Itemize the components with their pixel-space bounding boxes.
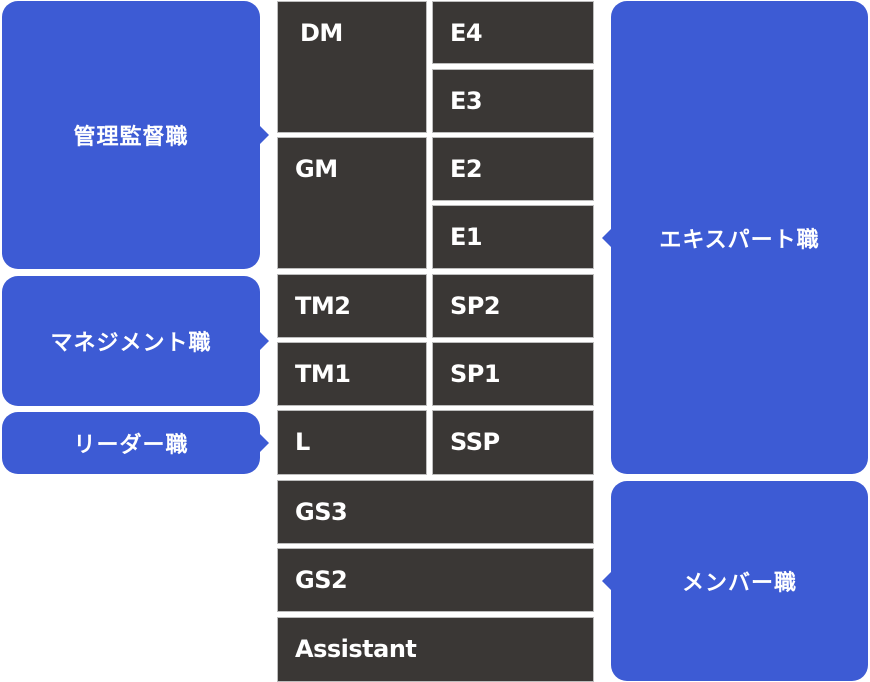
grade-e1: E1 (432, 205, 594, 269)
grade-label: E2 (450, 155, 483, 183)
category-member: メンバー職 (602, 481, 868, 681)
category-label: リーダー職 (73, 433, 189, 458)
grade-gs3: GS3 (277, 480, 594, 544)
grade-tm1: TM1 (277, 342, 427, 406)
grade-label: L (295, 428, 310, 456)
grade-label: Assistant (295, 635, 417, 663)
grade-label: GS3 (295, 498, 348, 526)
category-label: 管理監督職 (73, 125, 189, 150)
grade-tm2: TM2 (277, 274, 427, 338)
category-label: メンバー職 (681, 571, 797, 596)
category-label: マネジメント職 (50, 331, 212, 356)
grade-label: SSP (450, 428, 500, 456)
grade-ssp: SSP (432, 410, 594, 475)
grade-label: TM2 (295, 292, 351, 320)
grade-l: L (277, 410, 427, 475)
grade-sp1: SP1 (432, 342, 594, 406)
grade-label: E4 (450, 19, 483, 47)
grade-gm: GM (277, 137, 427, 269)
grade-assistant: Assistant (277, 617, 594, 682)
category-label: エキスパート職 (659, 227, 820, 253)
grade-label: TM1 (295, 360, 351, 388)
grade-label: SP2 (450, 292, 501, 320)
grade-sp2: SP2 (432, 274, 594, 338)
grade-label: DM (300, 19, 343, 47)
grade-gs2: GS2 (277, 548, 594, 612)
grade-e2: E2 (432, 137, 594, 201)
category-leader: リーダー職 (2, 412, 269, 474)
grade-label: E1 (450, 223, 483, 251)
grade-dm: DM (277, 1, 427, 133)
grade-e4: E4 (432, 1, 594, 64)
grade-label: SP1 (450, 360, 501, 388)
grade-label: GM (295, 155, 338, 183)
grade-e3: E3 (432, 69, 594, 133)
grade-label: GS2 (295, 566, 348, 594)
category-management: マネジメント職 (2, 276, 269, 406)
grade-label: E3 (450, 87, 483, 115)
category-kanri-kantoku: 管理監督職 (2, 1, 269, 269)
category-expert: エキスパート職 (602, 1, 868, 474)
